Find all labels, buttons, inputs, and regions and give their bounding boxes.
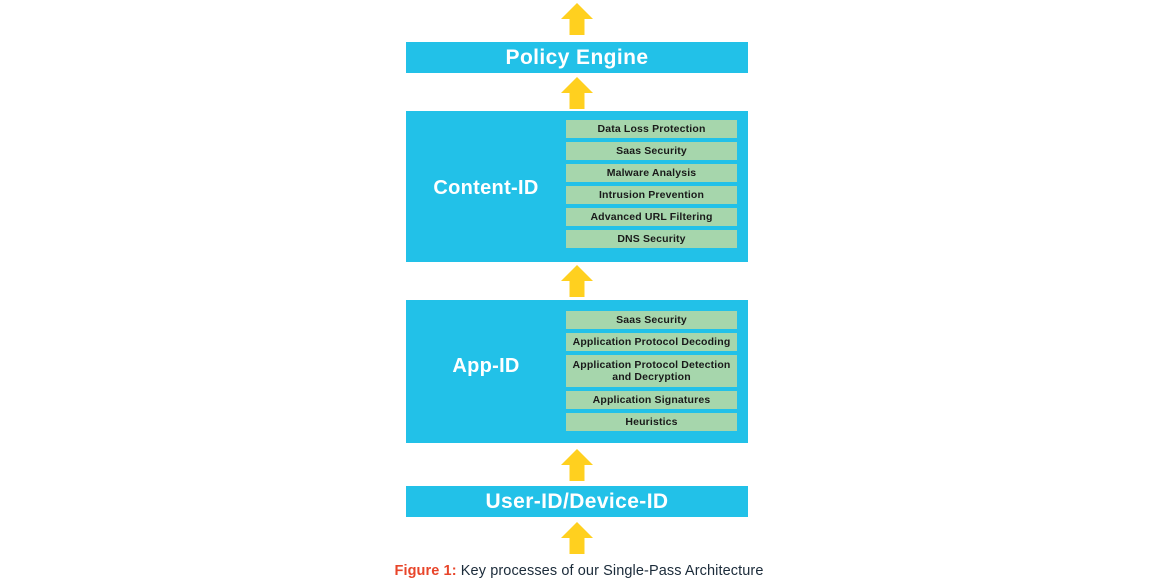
app-id-item-list: Saas Security Application Protocol Decod… bbox=[566, 311, 737, 431]
arrow-into-user-id bbox=[560, 521, 594, 555]
arrow-to-policy-engine bbox=[560, 2, 594, 36]
figure-caption-text: Key processes of our Single-Pass Archite… bbox=[456, 563, 764, 579]
figure-caption-prefix: Figure 1: bbox=[394, 563, 457, 579]
content-id-item: Intrusion Prevention bbox=[566, 186, 737, 204]
content-id-title: Content-ID bbox=[433, 177, 539, 199]
policy-engine-block: Policy Engine bbox=[406, 42, 748, 73]
app-id-item: Application Signatures bbox=[566, 391, 737, 409]
app-id-item: Saas Security bbox=[566, 311, 737, 329]
policy-engine-label: Policy Engine bbox=[505, 45, 649, 69]
app-id-title: App-ID bbox=[452, 355, 520, 377]
arrow-app-id-to-user-id bbox=[560, 448, 594, 482]
app-id-item: Application Protocol Detection and Decry… bbox=[566, 355, 737, 387]
content-id-item-list: Data Loss Protection Saas Security Malwa… bbox=[566, 120, 737, 248]
app-id-item: Heuristics bbox=[566, 413, 737, 431]
figure-caption: Figure 1: Key processes of our Single-Pa… bbox=[0, 563, 1158, 579]
app-id-block: App-ID Saas Security Application Protoco… bbox=[406, 300, 748, 443]
content-id-item: Advanced URL Filtering bbox=[566, 208, 737, 226]
app-id-item: Application Protocol Decoding bbox=[566, 333, 737, 351]
content-id-item: DNS Security bbox=[566, 230, 737, 248]
content-id-item: Data Loss Protection bbox=[566, 120, 737, 138]
content-id-item: Saas Security bbox=[566, 142, 737, 160]
content-id-block: Content-ID Data Loss Protection Saas Sec… bbox=[406, 111, 748, 262]
content-id-item: Malware Analysis bbox=[566, 164, 737, 182]
arrow-policy-engine-to-content-id bbox=[560, 76, 594, 110]
user-device-id-label: User-ID/Device-ID bbox=[485, 489, 669, 513]
user-device-id-block: User-ID/Device-ID bbox=[406, 486, 748, 517]
arrow-content-id-to-app-id bbox=[560, 264, 594, 298]
